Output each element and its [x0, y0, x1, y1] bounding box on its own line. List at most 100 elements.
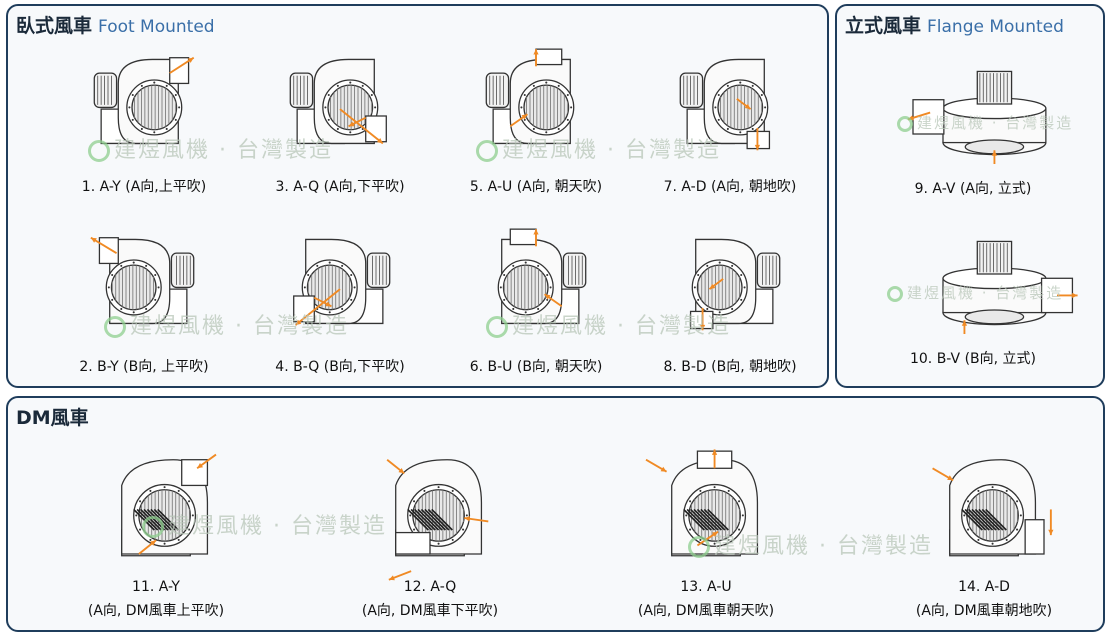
airflow-arrow-icon [736, 98, 752, 110]
configuration-caption: 8. B-D (B向, 朝地吹) [663, 359, 797, 375]
motor [679, 72, 704, 109]
configuration-code: 13. A-U [680, 579, 732, 595]
airflow-arrow-icon [1048, 509, 1054, 536]
outlet-duct [98, 237, 119, 265]
centrifugal-fan-icon [942, 240, 1078, 334]
brand-logo-icon [486, 316, 508, 338]
centrifugal-fan-icon [90, 236, 195, 325]
centrifugal-fan-icon [289, 58, 387, 145]
airflow-arrow-icon [169, 56, 195, 74]
centrifugal-fan-icon [689, 238, 781, 331]
airflow-arrow-icon [386, 458, 405, 475]
watermark: 建煜風機 · 台灣製造 [887, 282, 1063, 303]
watermark: 建煜風機 · 台灣製造 [104, 308, 349, 340]
configuration-caption: 4. B-Q (B向,下平吹) [275, 359, 405, 375]
motor [93, 72, 118, 109]
watermark: 建煜風機 · 台灣製造 [142, 508, 387, 540]
configuration-caption: 6. B-U (B向, 朝天吹) [469, 359, 603, 375]
airflow-arrow-icon [645, 458, 668, 473]
airflow-arrow-icon [991, 150, 998, 164]
configuration-caption: 7. A-D (A向, 朝地吹) [663, 179, 797, 195]
airflow-arrow-icon [294, 288, 341, 326]
configuration-caption: 5. A-U (A向, 朝天吹) [469, 179, 603, 195]
motor [170, 252, 195, 289]
foot-title-en: Foot Mounted [98, 17, 215, 37]
foot-title-zh: 臥式風車 [16, 15, 93, 37]
watermark: 建煜風機 · 台灣製造 [88, 132, 333, 164]
flange-title-zh: 立式風車 [845, 15, 922, 37]
airflow-arrow-icon [196, 453, 217, 470]
configuration-code: 12. A-Q [403, 579, 457, 595]
brand-logo-icon [88, 140, 110, 162]
outlet-duct [535, 48, 563, 66]
configuration-caption: 10. B-V (B向, 立式) [909, 351, 1036, 367]
outlet-duct [509, 228, 537, 246]
brand-logo-icon [142, 516, 164, 538]
airflow-arrow-icon [699, 308, 706, 331]
centrifugal-fan-icon [932, 459, 1054, 557]
motor [756, 252, 781, 289]
configuration-description: (A向, DM風車上平吹) [87, 603, 225, 619]
configuration-caption: 2. B-Y (B向, 上平吹) [79, 359, 209, 375]
airflow-arrow-icon [348, 116, 367, 128]
airflow-arrow-icon [138, 539, 157, 555]
centrifugal-fan-icon [121, 453, 217, 557]
brand-logo-icon [897, 115, 913, 132]
centrifugal-fan-icon [93, 56, 195, 145]
centrifugal-fan-icon [645, 449, 759, 557]
configuration-description: (A向, DM風車下平吹) [361, 603, 499, 619]
brand-logo-icon [887, 285, 903, 302]
brand-logo-icon [104, 316, 126, 338]
motor [366, 252, 391, 289]
airflow-arrow-icon [754, 127, 761, 151]
airflow-arrow-icon [464, 516, 489, 523]
outlet-duct [1024, 519, 1045, 555]
centrifugal-fan-icon [485, 48, 575, 145]
centrifugal-fan-icon [679, 58, 771, 151]
motor [976, 240, 1013, 275]
intake-grille [691, 259, 748, 316]
motor [485, 72, 510, 109]
brand-logo-icon [688, 536, 710, 558]
dm-fan-panel: DM風車 11. A-Y (A向, DM風車上平吹) 12. A-Q (A向, DM風… [6, 396, 1105, 632]
intake-grille [105, 259, 162, 316]
configuration-description: (A向, DM風車朝地吹) [915, 603, 1053, 619]
configuration-description: (A向, DM風車朝天吹) [637, 603, 775, 619]
centrifugal-fan-icon [907, 70, 1047, 164]
centrifugal-fan-icon [386, 458, 489, 581]
centrifugal-fan-icon [293, 238, 391, 326]
airflow-arrow-icon [533, 49, 539, 67]
motor [562, 252, 587, 289]
airflow-arrow-icon [388, 570, 412, 581]
configuration-caption: 3. A-Q (A向,下平吹) [275, 179, 405, 195]
airflow-arrow-icon [708, 278, 724, 290]
motor [289, 72, 314, 109]
intake-grille [712, 79, 769, 136]
motor [976, 70, 1013, 105]
airflow-arrow-icon [711, 449, 718, 469]
airflow-arrow-icon [544, 293, 563, 308]
airflow-arrow-icon [961, 320, 968, 334]
watermark: 建煜風機 · 台灣製造 [688, 528, 933, 560]
brand-logo-icon [476, 140, 498, 162]
watermark: 建煜風機 · 台灣製造 [476, 132, 721, 164]
configuration-code: 14. A-D [958, 579, 1010, 595]
dm-title: DM風車 [16, 407, 89, 429]
airflow-arrow-icon [339, 108, 384, 145]
outlet-duct [395, 531, 431, 555]
configuration-code: 11. A-Y [132, 579, 180, 595]
centrifugal-fan-icon [497, 228, 587, 325]
airflow-arrow-icon [313, 296, 332, 308]
intake-grille [126, 79, 183, 136]
configuration-caption: 9. A-V (A向, 立式) [914, 181, 1032, 197]
intake-grille [518, 79, 575, 136]
watermark: 建煜風機 · 台灣製造 [486, 308, 731, 340]
watermark: 建煜風機 · 台灣製造 [897, 112, 1073, 133]
airflow-arrow-icon [533, 229, 539, 247]
flange-title-en: Flange Mounted [927, 17, 1064, 37]
airflow-arrow-icon [1057, 292, 1078, 299]
intake-grille [497, 259, 554, 316]
